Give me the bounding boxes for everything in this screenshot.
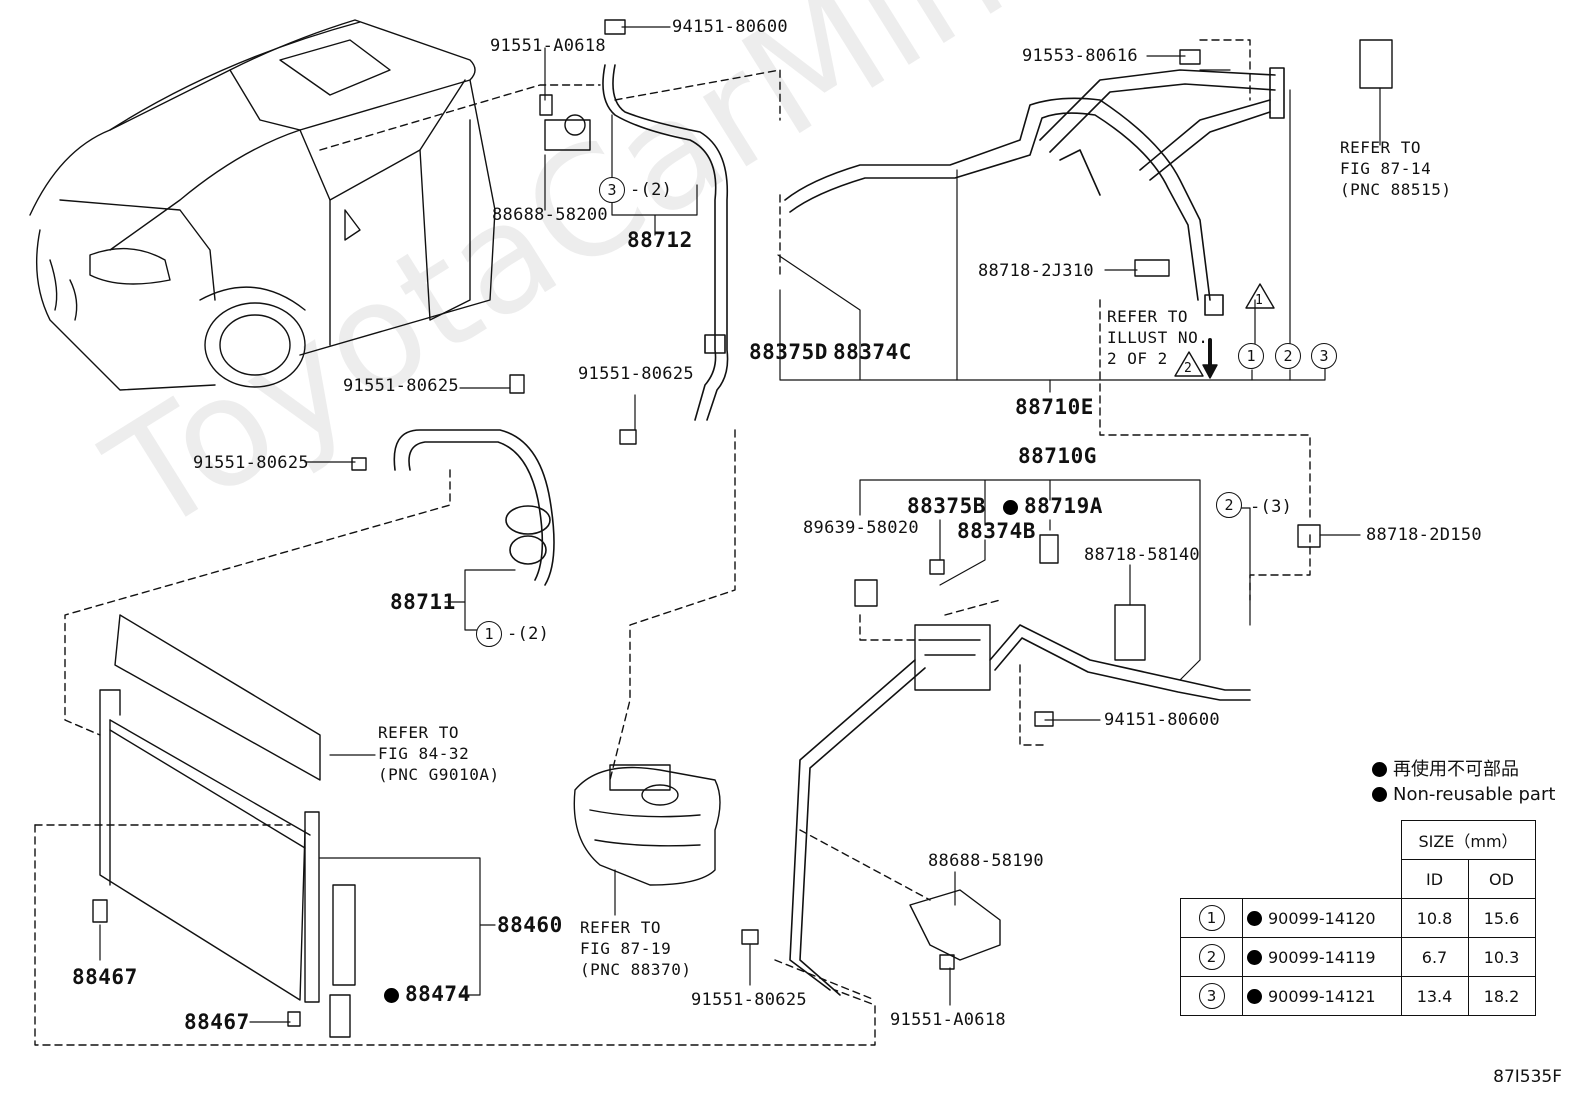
row-od: 15.6	[1467, 898, 1536, 938]
oring-qty-2: -(3)	[1250, 497, 1293, 517]
row-part: 90099-14119	[1268, 947, 1376, 967]
table-header-row: SIZE（mm）	[1181, 820, 1536, 860]
label-88718-2j310: 88718-2J310	[978, 261, 1094, 281]
refer-line: REFER TO	[1340, 138, 1422, 157]
label-94151-80600-bottom: 94151-80600	[1104, 710, 1220, 730]
non-reusable-dot-icon	[1247, 988, 1262, 1004]
label-88712: 88712	[627, 228, 693, 252]
refer-line: (PNC 88515)	[1340, 180, 1452, 199]
label-89639-58020: 89639-58020	[803, 518, 919, 538]
row-ref: 2	[1198, 944, 1225, 970]
non-reusable-dot-icon	[1247, 949, 1262, 965]
label-91551-80625-d: 91551-80625	[691, 990, 807, 1010]
label-94151-80600-top: 94151-80600	[672, 17, 788, 37]
refer-line: (PNC 88370)	[580, 960, 692, 979]
label-88719a: 88719A	[1003, 494, 1103, 518]
legend-en-text: Non-reusable part	[1393, 784, 1556, 805]
label-88710g: 88710G	[1018, 444, 1097, 468]
table-subheader-row: ID OD	[1181, 859, 1536, 899]
legend-jp-text: 再使用不可部品	[1393, 759, 1519, 780]
legend: 再使用不可部品 Non-reusable part	[1372, 757, 1555, 807]
oring-ref-3: 3	[599, 177, 625, 203]
row-part: 90099-14121	[1268, 986, 1376, 1006]
non-reusable-dot-icon	[384, 988, 399, 1003]
non-reusable-dot-icon	[1372, 787, 1387, 802]
table-row: 2 90099-14119 6.7 10.3	[1180, 937, 1536, 977]
row-ref: 1	[1198, 905, 1225, 931]
refer-line: REFER TO	[580, 918, 662, 937]
label-88688-58200: 88688-58200	[492, 205, 608, 225]
label-88374b: 88374B	[957, 519, 1036, 543]
label-88374c: 88374C	[833, 340, 912, 364]
oring-ref-circle-1: 1	[1238, 343, 1264, 369]
refer-line: (PNC G9010A)	[378, 765, 500, 784]
size-header: SIZE（mm）	[1400, 820, 1536, 860]
label-88718-2d150: 88718-2D150	[1366, 525, 1482, 545]
legend-en: Non-reusable part	[1372, 782, 1555, 807]
oring-qty-3: -(2)	[630, 180, 673, 200]
label-88719a-text: 88719A	[1024, 494, 1103, 518]
non-reusable-dot-icon	[1247, 910, 1262, 926]
warning-triangle-1: 1	[1255, 293, 1264, 308]
non-reusable-dot-icon	[1372, 762, 1387, 777]
oring-ref-circle-3: 3	[1311, 343, 1337, 369]
table-row: 3 90099-14121 13.4 18.2	[1180, 976, 1536, 1016]
label-91551-a0618-top: 91551-A0618	[490, 36, 606, 56]
label-88711: 88711	[390, 590, 456, 614]
row-id: 6.7	[1400, 937, 1469, 977]
oring-size-table: SIZE（mm） ID OD 1 90099-14120 10.8 15.6 2…	[1180, 820, 1536, 1016]
refer-line: REFER TO	[1107, 307, 1189, 326]
refer-fig-84-32: REFER TO FIG 84-32 (PNC G9010A)	[378, 722, 500, 785]
label-88375b: 88375B	[907, 494, 986, 518]
label-88474-text: 88474	[405, 982, 471, 1006]
refer-line: 2 OF 2	[1107, 349, 1168, 368]
label-91551-80625-b: 91551-80625	[578, 364, 694, 384]
refer-line: FIG 87-19	[580, 939, 672, 958]
row-id: 10.8	[1400, 898, 1469, 938]
refer-illust-2-of-2: REFER TO ILLUST NO. 2 OF 2	[1107, 306, 1208, 369]
figure-code: 87I535F	[1493, 1067, 1562, 1087]
refer-line: FIG 87-14	[1340, 159, 1432, 178]
label-88688-58190: 88688-58190	[928, 851, 1044, 871]
label-88710e: 88710E	[1015, 395, 1094, 419]
col-id: ID	[1400, 859, 1469, 899]
label-88460: 88460	[497, 913, 563, 937]
label-88375d: 88375D	[749, 340, 828, 364]
warning-triangle-2: 2	[1184, 361, 1193, 376]
row-id: 13.4	[1400, 976, 1469, 1016]
oring-ref-circle-2: 2	[1275, 343, 1301, 369]
table-row: 1 90099-14120 10.8 15.6	[1180, 898, 1536, 938]
refer-line: REFER TO	[378, 723, 460, 742]
non-reusable-dot-icon	[1003, 500, 1018, 515]
row-od: 10.3	[1467, 937, 1536, 977]
label-88474: 88474	[384, 982, 471, 1006]
col-od: OD	[1467, 859, 1536, 899]
refer-line: ILLUST NO.	[1107, 328, 1209, 347]
label-91553-80616: 91553-80616	[1022, 46, 1138, 66]
label-91551-80625-a: 91551-80625	[343, 376, 459, 396]
label-88467-a: 88467	[72, 965, 138, 989]
oring-ref-2: 2	[1216, 492, 1242, 518]
label-88467-b: 88467	[184, 1010, 250, 1034]
oring-ref-1: 1	[476, 621, 502, 647]
label-91551-80625-c: 91551-80625	[193, 453, 309, 473]
label-88718-58140: 88718-58140	[1084, 545, 1200, 565]
legend-jp: 再使用不可部品	[1372, 757, 1555, 782]
label-91551-a0618-bottom: 91551-A0618	[890, 1010, 1006, 1030]
oring-qty-1: -(2)	[507, 624, 550, 644]
vehicle-outline	[29, 19, 496, 391]
refer-fig-87-14: REFER TO FIG 87-14 (PNC 88515)	[1340, 137, 1451, 200]
row-part: 90099-14120	[1268, 908, 1376, 928]
refer-line: FIG 84-32	[378, 744, 470, 763]
row-ref: 3	[1198, 983, 1225, 1009]
refer-fig-87-19: REFER TO FIG 87-19 (PNC 88370)	[580, 917, 691, 980]
row-od: 18.2	[1467, 976, 1536, 1016]
